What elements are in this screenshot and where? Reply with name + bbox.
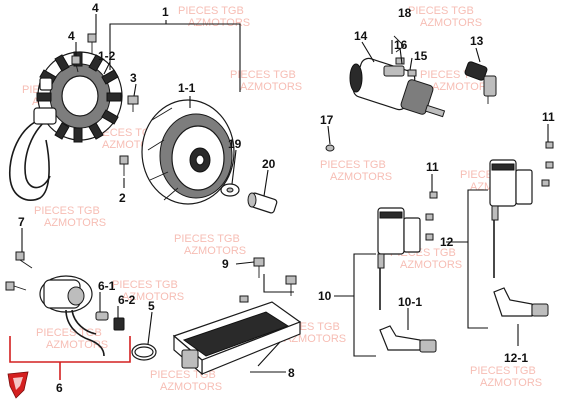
pickup-screws <box>5 251 33 291</box>
watermark-text: PIECES TGB <box>112 279 178 291</box>
callout-8: 8 <box>288 366 295 380</box>
callout-1-1: 1-1 <box>178 81 196 95</box>
callout-18: 18 <box>398 6 412 20</box>
coil-screws <box>425 141 554 241</box>
spring-6-2 <box>113 317 125 331</box>
watermark-text: PIECES TGB <box>34 205 100 217</box>
callout-4-mid: 4 <box>68 29 75 43</box>
o-ring-5 <box>131 343 157 361</box>
shaft-20 <box>247 192 278 214</box>
tgb-shield-logo <box>7 371 29 399</box>
watermark-text: PIECES TGB <box>230 69 296 81</box>
callout-11-right: 11 <box>542 110 555 124</box>
watermark-text: AZMOTORS <box>44 217 106 229</box>
callout-2: 2 <box>119 191 126 205</box>
watermark-text: AZMOTORS <box>432 81 494 93</box>
callout-16: 16 <box>394 38 408 52</box>
spark-plug-cap-12-1 <box>493 287 549 317</box>
callout-6-1: 6-1 <box>98 279 116 293</box>
watermark-text: AZMOTORS <box>480 377 542 389</box>
regulator-screws <box>253 257 297 296</box>
watermark-text: AZMOTORS <box>188 17 250 29</box>
spark-plug-cap-10-1 <box>379 325 437 353</box>
screw-2 <box>119 155 129 176</box>
leader-lines <box>9 14 549 380</box>
callout-labels: 1 1-1 1-2 2 3 4 4 5 6 6-1 6-2 7 8 9 10 1… <box>18 1 555 395</box>
watermark-text: PIECES TGB <box>178 5 244 17</box>
callout-7: 7 <box>18 215 25 229</box>
flywheel-rotor <box>141 99 235 205</box>
ignition-coil-left <box>377 207 421 310</box>
sensor-13 <box>464 61 497 104</box>
callout-10: 10 <box>318 289 332 303</box>
pin-17 <box>325 144 335 152</box>
watermark-text: PIECES TGB <box>408 5 474 17</box>
pickup-sensor <box>39 275 105 357</box>
callout-5: 5 <box>148 299 155 313</box>
callout-20: 20 <box>262 157 276 171</box>
watermark-text: PIECES TGB <box>174 233 240 245</box>
callout-4-top: 4 <box>92 1 99 15</box>
callout-17: 17 <box>320 113 334 127</box>
voltage-regulator <box>172 295 302 376</box>
watermark-text: AZMOTORS <box>184 245 246 257</box>
callout-13: 13 <box>470 34 484 48</box>
washer-19 <box>220 183 240 197</box>
callout-11-left: 11 <box>426 160 439 174</box>
watermark-group: PIECES TGB AZMOTORS PIECES TGB AZMOTORS … <box>22 5 542 393</box>
watermark-text: AZMOTORS <box>330 171 392 183</box>
starter-motor <box>349 57 446 118</box>
watermark-text: AZMOTORS <box>160 381 222 393</box>
callout-12: 12 <box>440 235 454 249</box>
insulator-6-1 <box>95 311 109 321</box>
callout-3: 3 <box>130 71 137 85</box>
watermark-text: AZMOTORS <box>122 291 184 303</box>
watermark-text: PIECES TGB <box>320 159 386 171</box>
callout-6-2: 6-2 <box>118 293 136 307</box>
callout-1: 1 <box>162 5 169 19</box>
watermark-text: PIECES TGB <box>470 365 536 377</box>
watermark-text: PIECES TGB <box>92 127 158 139</box>
callout-19: 19 <box>228 137 242 151</box>
ignition-coil-right <box>489 159 533 278</box>
callout-10-1: 10-1 <box>398 295 422 309</box>
bolt-3 <box>127 95 139 112</box>
stator-coil <box>8 51 123 202</box>
watermark-text: AZMOTORS <box>284 333 346 345</box>
callout-6: 6 <box>56 381 63 395</box>
callout-15: 15 <box>414 49 428 63</box>
callout-12-1: 12-1 <box>504 351 528 365</box>
watermark-text: AZMOTORS <box>420 17 482 29</box>
callout-9: 9 <box>222 257 229 271</box>
starter-bolts <box>393 35 417 77</box>
watermark-text: AZMOTORS <box>400 259 462 271</box>
callout-14: 14 <box>354 29 368 43</box>
callout-1-2: 1-2 <box>98 49 116 63</box>
watermark-text: AZMOTORS <box>240 81 302 93</box>
